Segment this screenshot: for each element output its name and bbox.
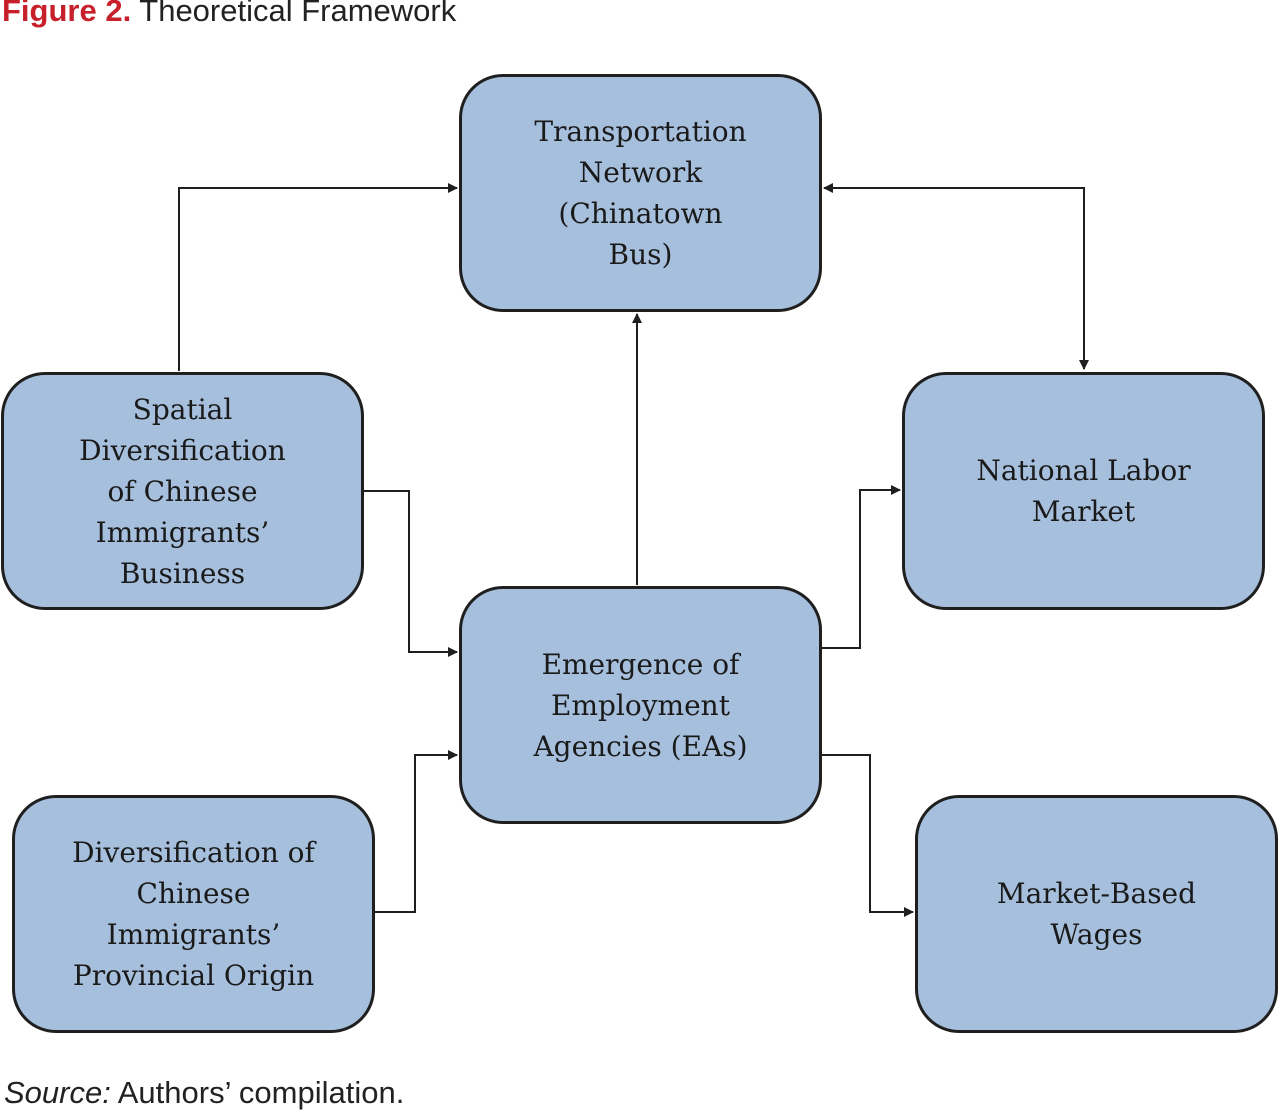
spatial-diversification-box: Spatial Diversification of Chinese Immig… [1,372,364,610]
provincial-origin-text: Diversification of Chinese Immigrants’ P… [72,836,315,992]
transportation-network-box: Transportation Network (Chinatown Bus) [459,74,822,312]
connector-spatial-to-ea [364,490,458,657]
figure-title: Theoretical Framework [139,0,457,28]
employment-agencies-box: Emergence of Employment Agencies (EAs) [459,586,822,824]
provincial-origin-box: Diversification of Chinese Immigrants’ P… [12,795,375,1033]
source-label: Source: [4,1075,111,1110]
market-based-wages-box: Market-Based Wages [915,795,1278,1033]
figure-caption: Figure 2. Theoretical Framework [2,0,456,29]
connector-ea-to-wages [822,754,914,917]
connector-ea-to-labor [822,485,901,649]
transportation-network-text: Transportation Network (Chinatown Bus) [534,115,747,271]
connector-spatial-to-transportation [178,183,458,371]
connector-transportation-labor-bidirectional [823,183,1089,370]
employment-agencies-text: Emergence of Employment Agencies (EAs) [533,647,748,763]
national-labor-market-box: National Labor Market [902,372,1265,610]
figure-label: Figure 2. [2,0,132,28]
source-text: Authors’ compilation. [117,1075,405,1110]
source-note: Source: Authors’ compilation. [4,1074,404,1111]
spatial-diversification-text: Spatial Diversification of Chinese Immig… [79,392,286,590]
national-labor-market-text: National Labor Market [976,454,1191,528]
market-based-wages-text: Market-Based Wages [996,877,1197,951]
connector-provincial-to-ea [375,750,458,913]
